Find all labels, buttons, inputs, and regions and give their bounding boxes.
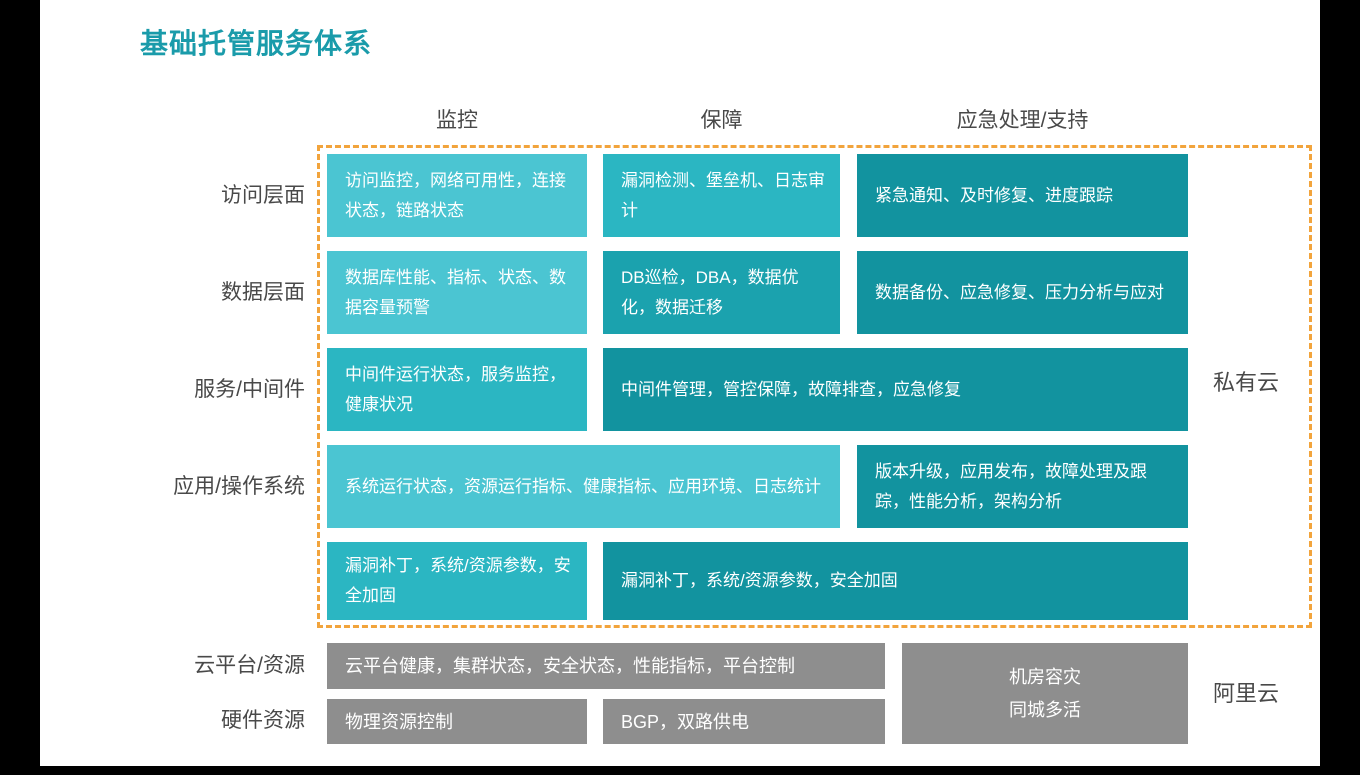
- slide-background: 基础托管服务体系 监控 保障 应急处理/支持 访问层面 数据层面 服务/中间件 …: [40, 0, 1320, 766]
- disaster-recovery-line2: 同城多活: [1009, 699, 1081, 720]
- cell-middleware-monitoring: 中间件运行状态，服务监控，健康状况: [327, 348, 587, 431]
- cell-patch-monitoring: 漏洞补丁，系统/资源参数，安全加固: [327, 542, 587, 620]
- row-label-app-os: 应用/操作系统: [173, 475, 305, 498]
- cell-patch-guarantee-emergency: 漏洞补丁，系统/资源参数，安全加固: [603, 542, 1188, 620]
- column-header-emergency-support: 应急处理/支持: [956, 109, 1089, 132]
- row-label-data-layer: 数据层面: [221, 281, 305, 304]
- column-header-guarantee: 保障: [700, 109, 743, 132]
- row-label-service-middleware: 服务/中间件: [194, 378, 305, 401]
- cell-bgp-dual-power: BGP，双路供电: [603, 699, 885, 744]
- cell-data-emergency: 数据备份、应急修复、压力分析与应对: [857, 251, 1188, 334]
- zone-label-private-cloud: 私有云: [1213, 370, 1280, 395]
- row-label-cloud-platform-resources: 云平台/资源: [194, 654, 305, 677]
- cell-cloud-platform-health: 云平台健康，集群状态，安全状态，性能指标，平台控制: [327, 643, 885, 689]
- cell-os-emergency: 版本升级，应用发布，故障处理及跟踪，性能分析，架构分析: [857, 445, 1188, 528]
- cell-access-guarantee: 漏洞检测、堡垒机、日志审计: [603, 154, 840, 237]
- zone-label-ali-cloud: 阿里云: [1213, 681, 1280, 706]
- page-title: 基础托管服务体系: [140, 28, 373, 59]
- disaster-recovery-line1: 机房容灾: [1009, 666, 1081, 687]
- cell-data-monitoring: 数据库性能、指标、状态、数据容量预警: [327, 251, 587, 334]
- cell-disaster-recovery: 机房容灾 同城多活: [902, 643, 1188, 744]
- cell-os-monitoring-guarantee: 系统运行状态，资源运行指标、健康指标、应用环境、日志统计: [327, 445, 840, 528]
- row-label-access-layer: 访问层面: [221, 184, 305, 207]
- private-cloud-dashed-boundary: [317, 145, 1312, 628]
- cell-middleware-guarantee-emergency: 中间件管理，管控保障，故障排查，应急修复: [603, 348, 1188, 431]
- column-header-monitoring: 监控: [436, 109, 478, 132]
- cell-access-monitoring: 访问监控，网络可用性，连接状态，链路状态: [327, 154, 587, 237]
- row-label-hardware-resources: 硬件资源: [221, 709, 305, 732]
- cell-access-emergency: 紧急通知、及时修复、进度跟踪: [857, 154, 1188, 237]
- cell-physical-resource-control: 物理资源控制: [327, 699, 587, 744]
- cell-data-guarantee: DB巡检，DBA，数据优化，数据迁移: [603, 251, 840, 334]
